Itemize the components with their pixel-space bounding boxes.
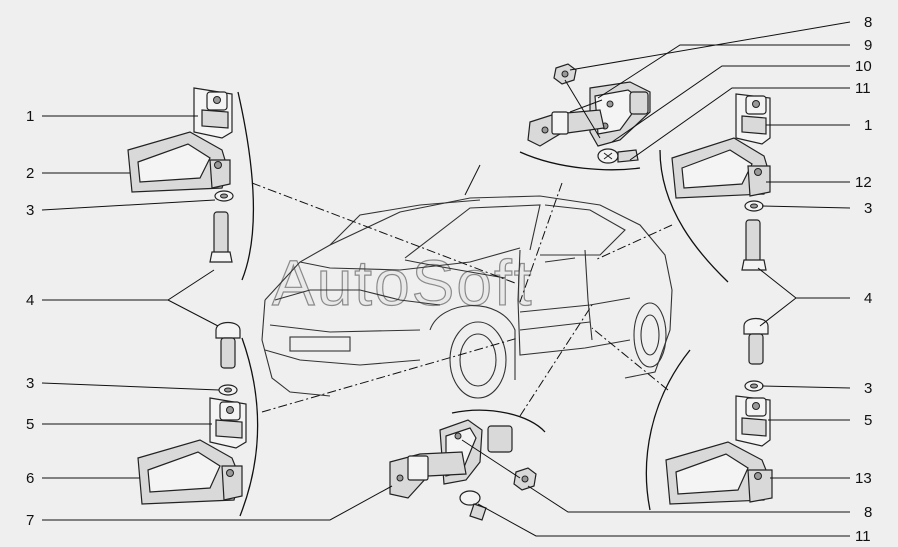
strap-axis-top bbox=[569, 99, 603, 113]
group-arcs bbox=[237, 91, 729, 517]
bolt-top bbox=[597, 148, 639, 164]
hinge-pin-right-bottom bbox=[743, 317, 769, 365]
callout-left-4: 4 bbox=[26, 292, 34, 309]
bolt-bottom bbox=[459, 490, 487, 521]
callouts-right: 8 9 10 11 1 12 3 4 3 5 13 8 11 bbox=[855, 14, 872, 545]
washer-right-top bbox=[744, 200, 764, 212]
callout-right-11b: 11 bbox=[855, 528, 871, 545]
callout-right-1: 1 bbox=[864, 117, 872, 134]
callout-left-3: 3 bbox=[26, 202, 34, 219]
nut-bottom bbox=[513, 467, 537, 491]
callout-right-9: 9 bbox=[864, 37, 872, 54]
washer-left-top bbox=[214, 190, 234, 202]
nut-top bbox=[553, 63, 577, 85]
watermark: AutoSoft bbox=[272, 247, 534, 319]
callout-right-8b: 8 bbox=[864, 504, 872, 521]
hinge-pin-left-top bbox=[209, 211, 233, 263]
washer-right-bottom bbox=[744, 380, 764, 392]
hinge-lower-bracket-right-top bbox=[671, 137, 771, 199]
hinge-upper-bracket-lower-left bbox=[209, 397, 247, 449]
callout-right-3b: 3 bbox=[864, 380, 872, 397]
car-outline bbox=[261, 195, 673, 399]
callout-right-8: 8 bbox=[864, 14, 872, 31]
hinge-lower-bracket-upper-left bbox=[127, 131, 231, 193]
nut-axis-top bbox=[564, 79, 601, 139]
callout-left-5: 5 bbox=[26, 416, 34, 433]
callout-left-2: 2 bbox=[26, 165, 34, 182]
pointer-lines bbox=[251, 182, 673, 417]
hinge-pin-left-bottom bbox=[215, 321, 241, 369]
hinge-upper-bracket-left bbox=[193, 87, 233, 139]
callout-left-1: 1 bbox=[26, 108, 34, 125]
hinge-lower-bracket-lower-left bbox=[137, 439, 243, 505]
callouts-left: 1 2 3 4 3 5 6 7 bbox=[26, 108, 34, 529]
callout-right-13: 13 bbox=[855, 470, 872, 487]
callout-right-10: 10 bbox=[855, 58, 872, 75]
hinge-upper-bracket-right-bottom bbox=[735, 395, 771, 447]
hinge-upper-bracket-right-top bbox=[735, 93, 771, 145]
leader-lines bbox=[41, 21, 851, 537]
callout-right-4: 4 bbox=[864, 290, 872, 307]
washer-left-bottom bbox=[218, 384, 238, 396]
nut-axis-bottom bbox=[461, 439, 521, 479]
door-check-strap-front bbox=[527, 81, 651, 147]
hinge-pin-right-top bbox=[741, 219, 767, 271]
callout-right-12: 12 bbox=[855, 174, 872, 191]
callout-right-3: 3 bbox=[864, 200, 872, 217]
callout-left-3b: 3 bbox=[26, 375, 34, 392]
hinge-lower-bracket-right-bottom bbox=[665, 441, 773, 505]
callout-right-11: 11 bbox=[855, 80, 871, 97]
callout-right-5: 5 bbox=[864, 412, 872, 429]
door-check-strap-rear bbox=[389, 419, 513, 499]
callout-left-6: 6 bbox=[26, 470, 34, 487]
callout-left-7: 7 bbox=[26, 512, 34, 529]
